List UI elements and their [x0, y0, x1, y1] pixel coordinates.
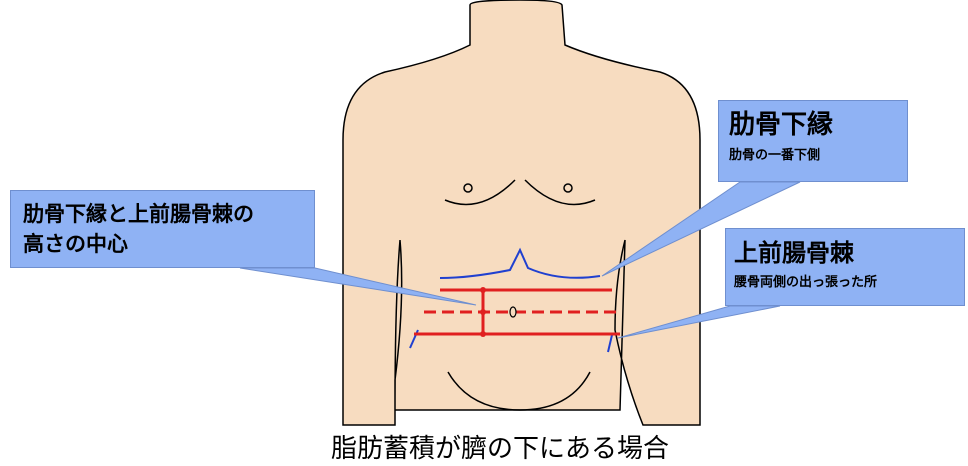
callout-rib-subtitle: 肋骨の一番下側 — [729, 143, 899, 169]
callout-center-line1: 肋骨下縁と上前腸骨棘の — [23, 199, 306, 229]
band-dot-center — [480, 309, 486, 315]
torso-silhouette — [343, 0, 700, 425]
callout-rib-title: 肋骨下縁 — [729, 107, 899, 143]
callout-asis-title: 上前腸骨棘 — [734, 235, 956, 271]
callout-asis: 上前腸骨棘 腰骨両側の出っ張った所 — [725, 228, 965, 306]
caption: 脂肪蓄積が臍の下にある場合 — [310, 428, 690, 465]
navel — [510, 307, 516, 317]
band-dot-bottom — [480, 331, 486, 337]
callout-center-height: 肋骨下縁と上前腸骨棘の 高さの中心 — [10, 190, 315, 268]
callout-center-line2: 高さの中心 — [23, 229, 306, 259]
band-dot-top — [480, 287, 486, 293]
callout-asis-subtitle: 腰骨両側の出っ張った所 — [734, 271, 956, 295]
callout-rib-margin: 肋骨下縁 肋骨の一番下側 — [718, 100, 908, 182]
